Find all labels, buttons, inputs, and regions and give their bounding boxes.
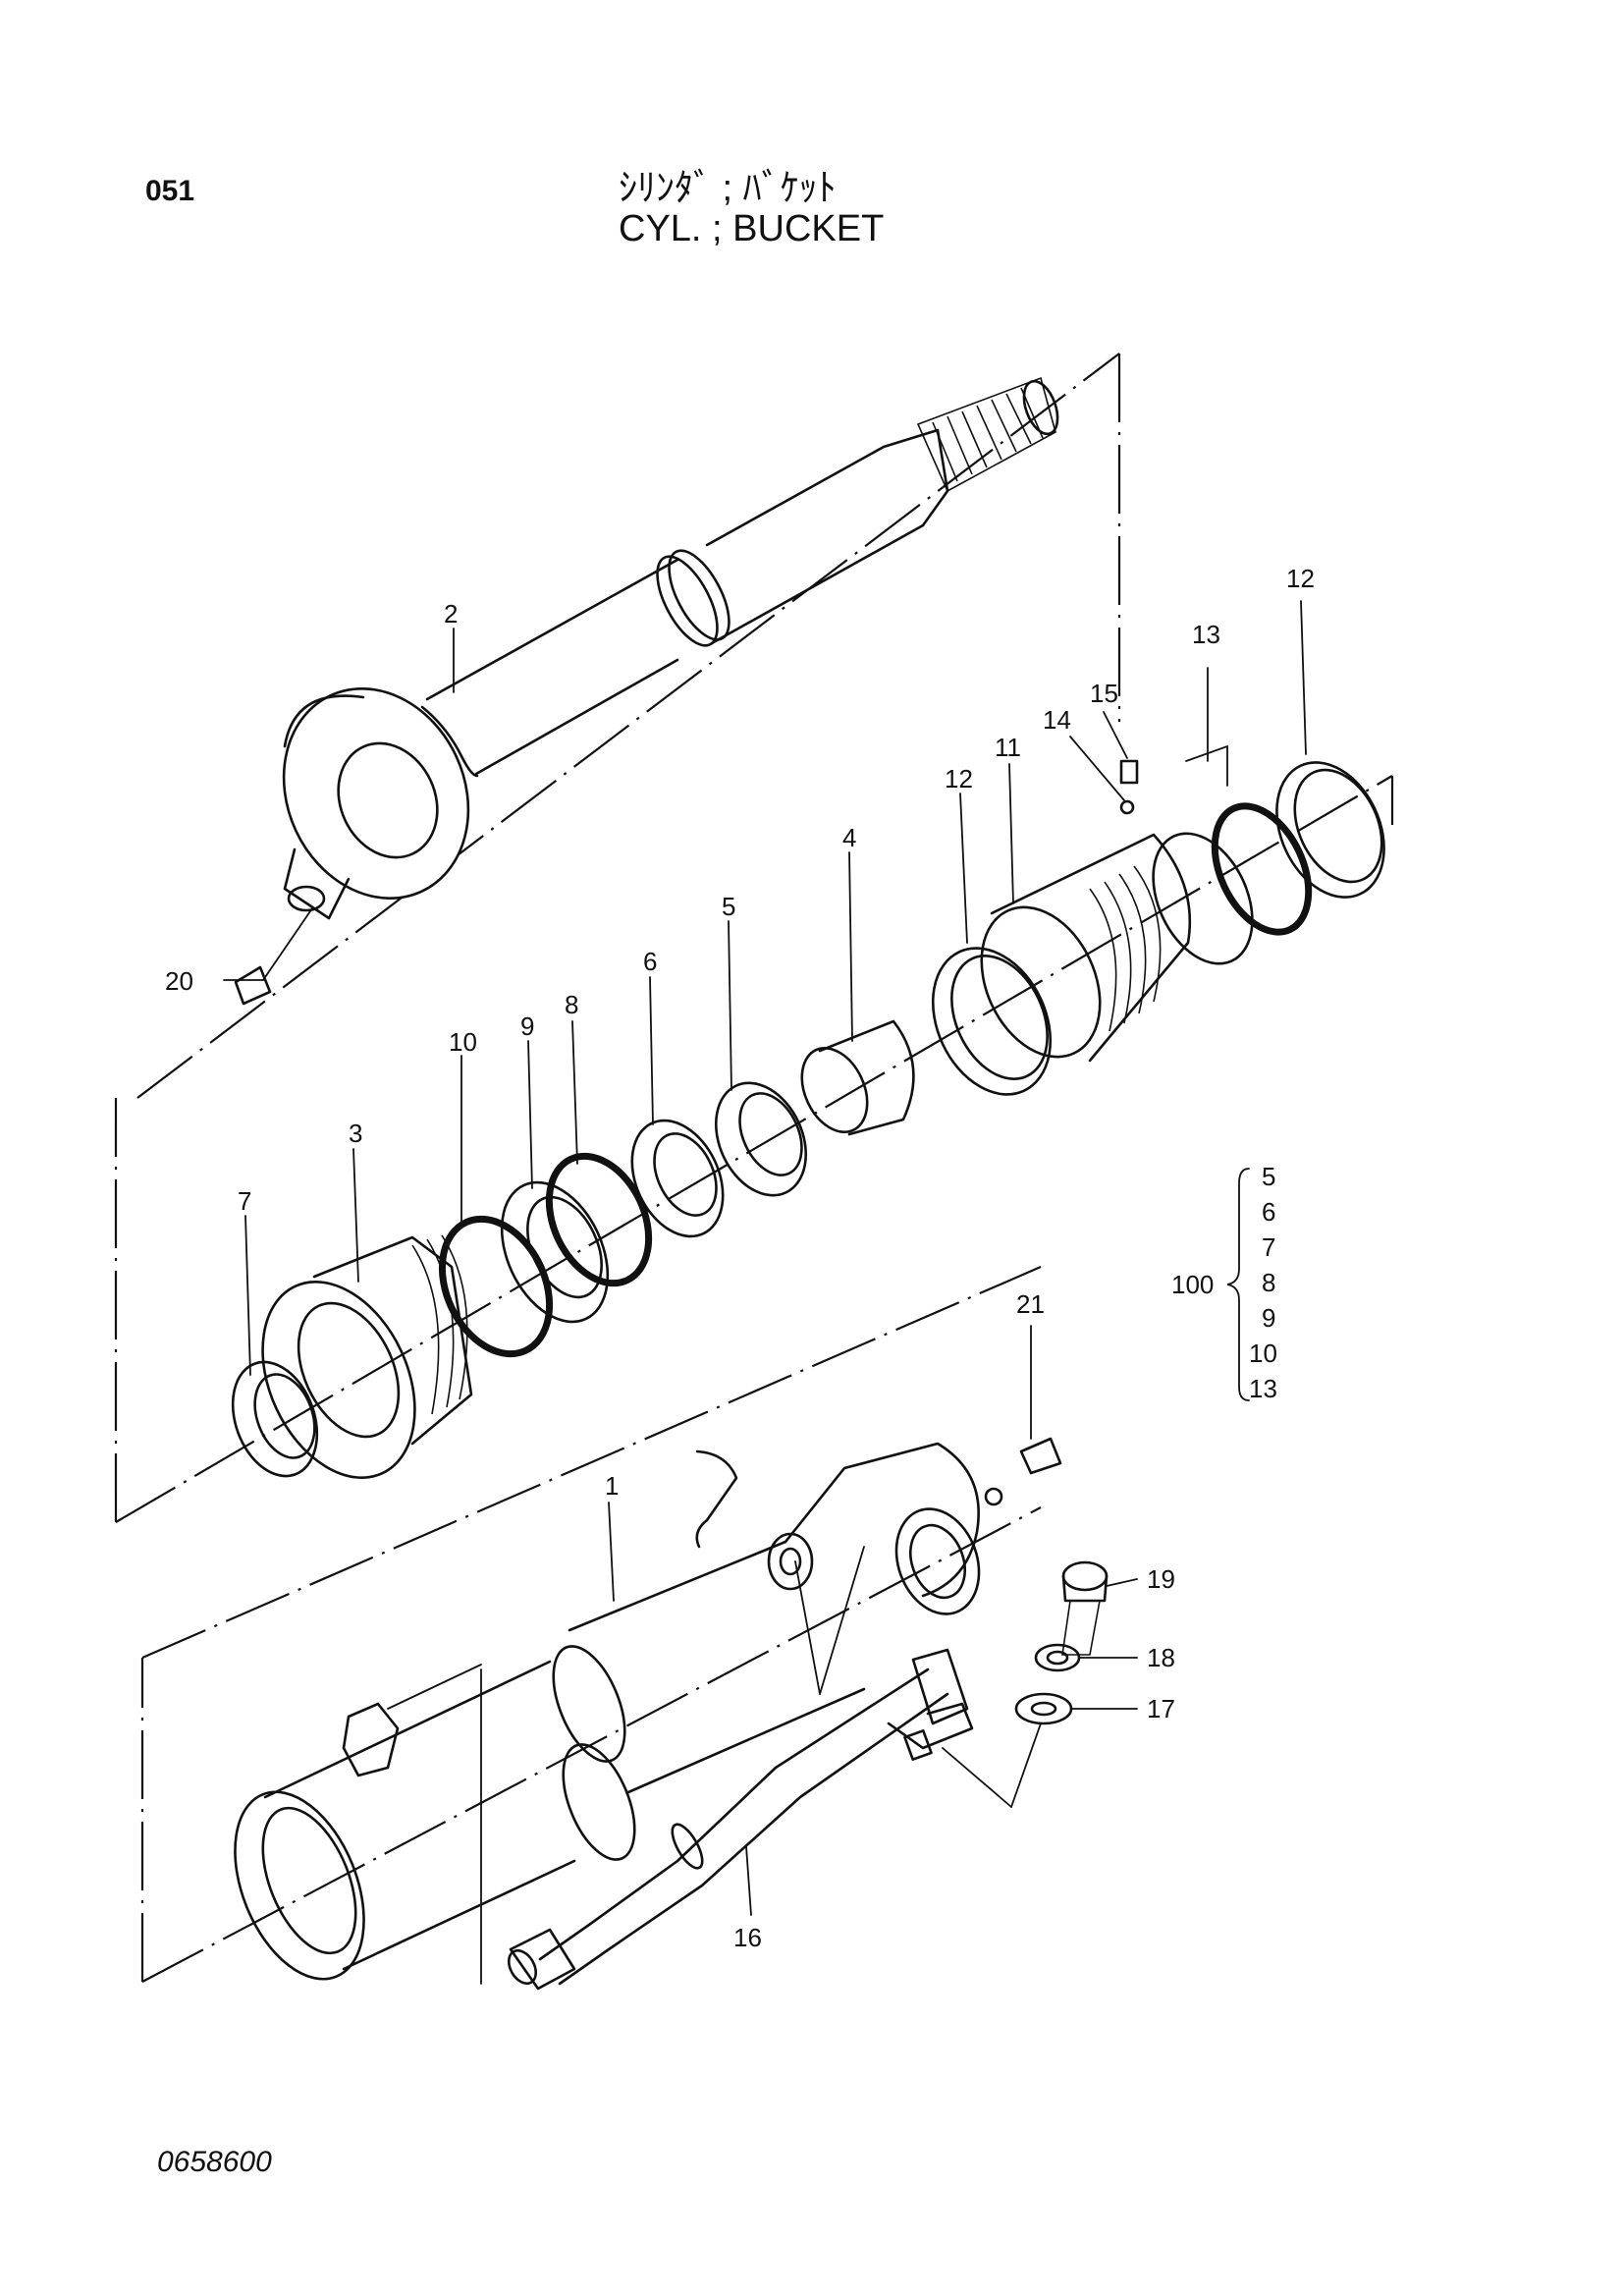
callout-14: 14 [1043,705,1071,735]
callout-10: 10 [449,1027,477,1057]
kit-item: 9 [1262,1303,1275,1333]
grease-fitting-20 [234,965,272,1006]
callout-8: 8 [565,990,578,1019]
callout-3: 3 [349,1119,362,1148]
kit-item: 10 [1249,1339,1277,1368]
callout-21: 21 [1016,1289,1045,1319]
callout-1: 1 [605,1471,619,1501]
grease-fitting-21 [1019,1437,1062,1475]
callout-17: 17 [1147,1694,1175,1723]
callout-7: 7 [238,1186,251,1216]
callout-2: 2 [444,599,458,629]
washer-17 [1014,1692,1073,1725]
cylinder-tube [234,1442,1003,1981]
callout-11: 11 [995,733,1021,762]
title-japanese: ｼﾘﾝﾀﾞ ; ﾊﾞｹｯﾄ [619,168,837,209]
callout-16: 16 [733,1923,762,1952]
bolt-19 [1061,1560,1109,1656]
title-english: CYL. ; BUCKET [619,208,885,249]
callout-9: 9 [520,1011,534,1041]
washer-18 [1034,1643,1081,1672]
kit-item: 6 [1262,1197,1275,1227]
gland-and-seals [231,759,1385,1479]
kit-brace [1226,1168,1250,1401]
drawing-number: 0658600 [157,2146,272,2178]
callout-15: 15 [1090,679,1118,708]
kit-item: 8 [1262,1268,1275,1297]
rod-group-frame [136,353,1121,1099]
callout-12a: 12 [945,764,973,793]
callout-18: 18 [1147,1643,1175,1672]
callout-5: 5 [722,892,735,921]
leader-lines [223,600,1307,1985]
page-code: 051 [145,175,195,207]
tube-group-frame [114,775,1394,1983]
kit-item: 13 [1249,1374,1277,1403]
callout-20: 20 [165,966,193,996]
pipe [507,1648,974,1991]
piston-rod [282,376,1059,920]
callout-4: 4 [842,823,856,852]
callout-12b: 12 [1286,564,1315,593]
kit-item: 7 [1262,1232,1275,1262]
kit-label: 100 [1171,1270,1214,1299]
callout-6: 6 [643,947,657,976]
callout-19: 19 [1147,1564,1175,1594]
kit-item: 5 [1262,1162,1275,1191]
callout-13: 13 [1192,620,1220,649]
